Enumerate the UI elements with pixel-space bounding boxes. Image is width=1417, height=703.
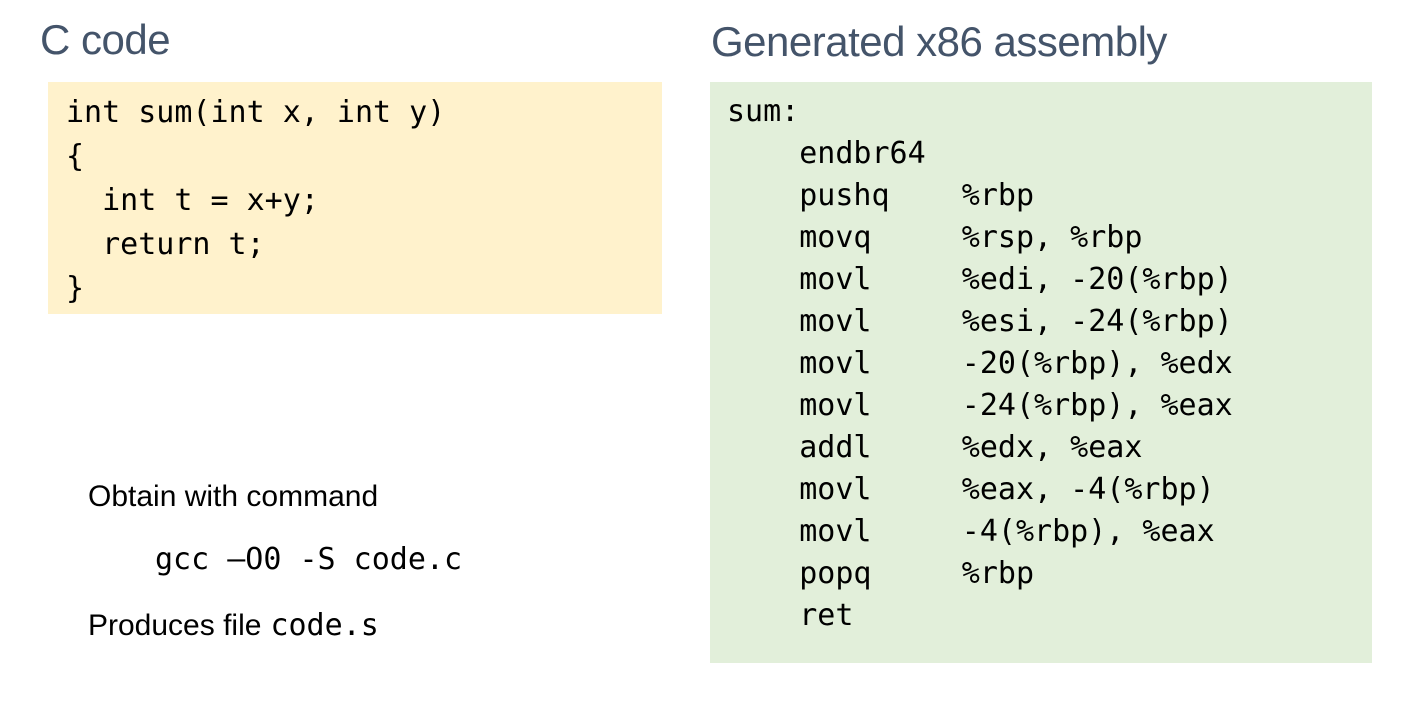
assembly-code-box: sum: endbr64 pushq %rbp movq %rsp, %rbp … — [710, 82, 1372, 663]
c-code-block: int sum(int x, int y) { int t = x+y; ret… — [66, 95, 446, 306]
produces-file-name: code.s — [270, 608, 379, 643]
gcc-command-text: gcc –O0 -S code.c — [155, 542, 463, 577]
assembly-code-block: sum: endbr64 pushq %rbp movq %rsp, %rbp … — [727, 94, 1233, 633]
assembly-title: Generated x86 assembly — [711, 18, 1167, 65]
produces-file-label: Produces file — [88, 609, 262, 642]
c-code-title: C code — [40, 16, 171, 63]
obtain-command-label: Obtain with command — [88, 480, 379, 513]
c-code-box: int sum(int x, int y) { int t = x+y; ret… — [48, 82, 662, 314]
